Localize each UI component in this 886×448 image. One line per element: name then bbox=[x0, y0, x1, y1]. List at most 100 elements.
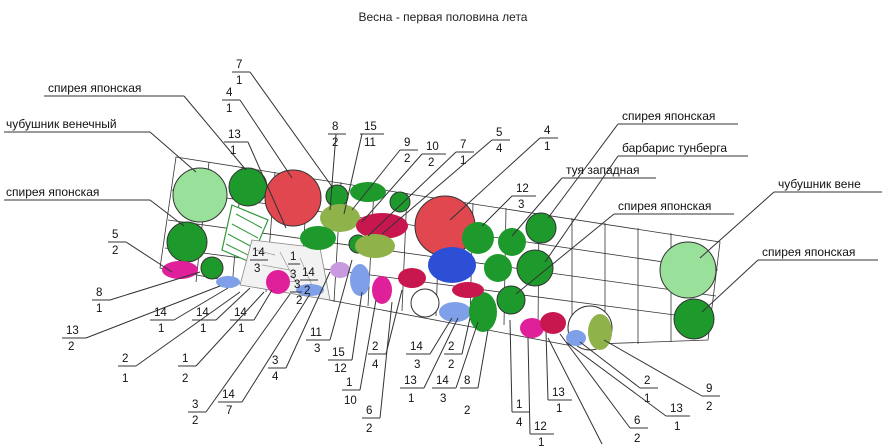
svg-text:9: 9 bbox=[404, 137, 410, 149]
callout-f13: 81 bbox=[92, 271, 201, 315]
svg-text:8: 8 bbox=[464, 375, 470, 387]
svg-text:2: 2 bbox=[404, 153, 410, 165]
svg-text:14: 14 bbox=[436, 375, 449, 387]
svg-text:1: 1 bbox=[538, 437, 544, 448]
svg-text:1: 1 bbox=[290, 251, 296, 263]
label-philadelphus-2: чубушник вене bbox=[778, 177, 861, 191]
svg-text:4: 4 bbox=[226, 87, 233, 99]
page-title: Весна - первая половина лета bbox=[358, 10, 528, 24]
svg-text:15: 15 bbox=[364, 121, 377, 133]
svg-text:1: 1 bbox=[236, 75, 242, 87]
label-berberis: барбарис тунберга bbox=[622, 141, 727, 155]
svg-text:2: 2 bbox=[68, 341, 74, 353]
svg-text:3: 3 bbox=[254, 263, 260, 275]
svg-text:3: 3 bbox=[518, 199, 524, 211]
svg-text:1: 1 bbox=[674, 421, 680, 433]
svg-text:6: 6 bbox=[366, 405, 372, 417]
callout-f31: 143 bbox=[432, 321, 479, 405]
callout-f8: 71 bbox=[367, 139, 474, 237]
plant-name-labels: спирея японская чубушник венечный спирея… bbox=[4, 81, 882, 313]
svg-text:4: 4 bbox=[516, 417, 523, 429]
callout-f19: 12 bbox=[178, 291, 265, 385]
callout-f38: 13 1 bbox=[565, 341, 690, 433]
svg-text:1: 1 bbox=[544, 141, 550, 153]
svg-text:3: 3 bbox=[294, 279, 300, 291]
label-spiraea-2: спирея японская bbox=[6, 185, 99, 199]
svg-text:7: 7 bbox=[226, 405, 232, 417]
svg-text:8: 8 bbox=[332, 121, 338, 133]
svg-text:1: 1 bbox=[122, 373, 128, 385]
callout-f1: 71 bbox=[232, 59, 334, 189]
callout-f27: 24 bbox=[368, 289, 403, 371]
callout-f7: 10 2 bbox=[361, 141, 446, 223]
svg-text:2: 2 bbox=[706, 401, 712, 413]
svg-text:14: 14 bbox=[222, 389, 235, 401]
svg-text:2: 2 bbox=[304, 285, 310, 297]
svg-text:2: 2 bbox=[448, 341, 454, 353]
svg-text:4: 4 bbox=[372, 359, 379, 371]
callout-f29: 22 bbox=[444, 317, 471, 371]
callout-f21: 14 7 bbox=[218, 293, 311, 417]
callout-f4: 82 bbox=[328, 121, 346, 211]
svg-text:1: 1 bbox=[200, 323, 206, 335]
callout-f12: 52 bbox=[108, 229, 173, 273]
callout-f14: 13 2 bbox=[62, 285, 221, 353]
callout-f34: 121 bbox=[527, 337, 554, 448]
svg-text:5: 5 bbox=[496, 127, 502, 139]
callout-f37: 21 bbox=[579, 341, 658, 405]
svg-text:2: 2 bbox=[448, 359, 454, 371]
svg-text:1: 1 bbox=[516, 399, 522, 411]
plant-shapes bbox=[162, 167, 717, 351]
callout-f17: 141 bbox=[230, 289, 273, 335]
svg-text:1: 1 bbox=[238, 323, 244, 335]
svg-text:3: 3 bbox=[272, 355, 278, 367]
svg-text:10: 10 bbox=[344, 395, 357, 407]
svg-text:5: 5 bbox=[112, 229, 118, 241]
label-spiraea-1: спирея японская bbox=[48, 81, 141, 95]
svg-text:1: 1 bbox=[182, 353, 188, 365]
label-spiraea-3: спирея японская bbox=[622, 109, 715, 123]
callout-f11: 123 bbox=[481, 183, 536, 227]
svg-text:7: 7 bbox=[236, 59, 242, 71]
svg-text:3: 3 bbox=[314, 343, 320, 355]
svg-text:2: 2 bbox=[644, 375, 650, 387]
callout-f28: 143 bbox=[406, 317, 453, 371]
svg-text:13: 13 bbox=[552, 387, 565, 399]
svg-text:2: 2 bbox=[428, 157, 434, 169]
callout-f20: 32 bbox=[188, 293, 291, 427]
callout-f26: 62 bbox=[362, 301, 393, 435]
svg-text:14: 14 bbox=[154, 307, 167, 319]
svg-text:11: 11 bbox=[310, 327, 322, 339]
svg-text:12: 12 bbox=[516, 183, 529, 195]
callout-f6: 92 bbox=[351, 137, 418, 211]
svg-text:2: 2 bbox=[634, 433, 640, 445]
svg-text:3: 3 bbox=[290, 269, 296, 281]
svg-text:10: 10 bbox=[426, 141, 439, 153]
svg-text:13: 13 bbox=[66, 325, 79, 337]
svg-text:13: 13 bbox=[670, 403, 683, 415]
svg-text:11: 11 bbox=[364, 137, 376, 149]
svg-text:2: 2 bbox=[372, 341, 378, 353]
label-philadelphus-1: чубушник венечный bbox=[6, 117, 117, 131]
svg-text:7: 7 bbox=[460, 139, 466, 151]
callout-f35: 131 bbox=[545, 331, 572, 415]
svg-text:13: 13 bbox=[228, 129, 241, 141]
svg-text:15: 15 bbox=[332, 347, 345, 359]
callout-f3: 131 bbox=[224, 129, 287, 229]
plan-inline-fractions: 143 13 32 142 bbox=[250, 247, 318, 307]
svg-text:2: 2 bbox=[366, 423, 372, 435]
label-spiraea-5: спирея японская bbox=[762, 245, 855, 259]
svg-text:2: 2 bbox=[296, 295, 302, 307]
callout-f30: 131 bbox=[400, 317, 459, 405]
svg-text:14: 14 bbox=[410, 341, 423, 353]
svg-text:4: 4 bbox=[496, 143, 503, 155]
callout-f25: 110 bbox=[342, 299, 377, 407]
callout-f9: 54 bbox=[381, 127, 510, 235]
svg-text:1: 1 bbox=[96, 303, 102, 315]
svg-text:14: 14 bbox=[252, 247, 265, 259]
svg-text:12: 12 bbox=[534, 421, 547, 433]
callout-f23: 113 bbox=[306, 259, 353, 355]
svg-text:2: 2 bbox=[192, 415, 198, 427]
